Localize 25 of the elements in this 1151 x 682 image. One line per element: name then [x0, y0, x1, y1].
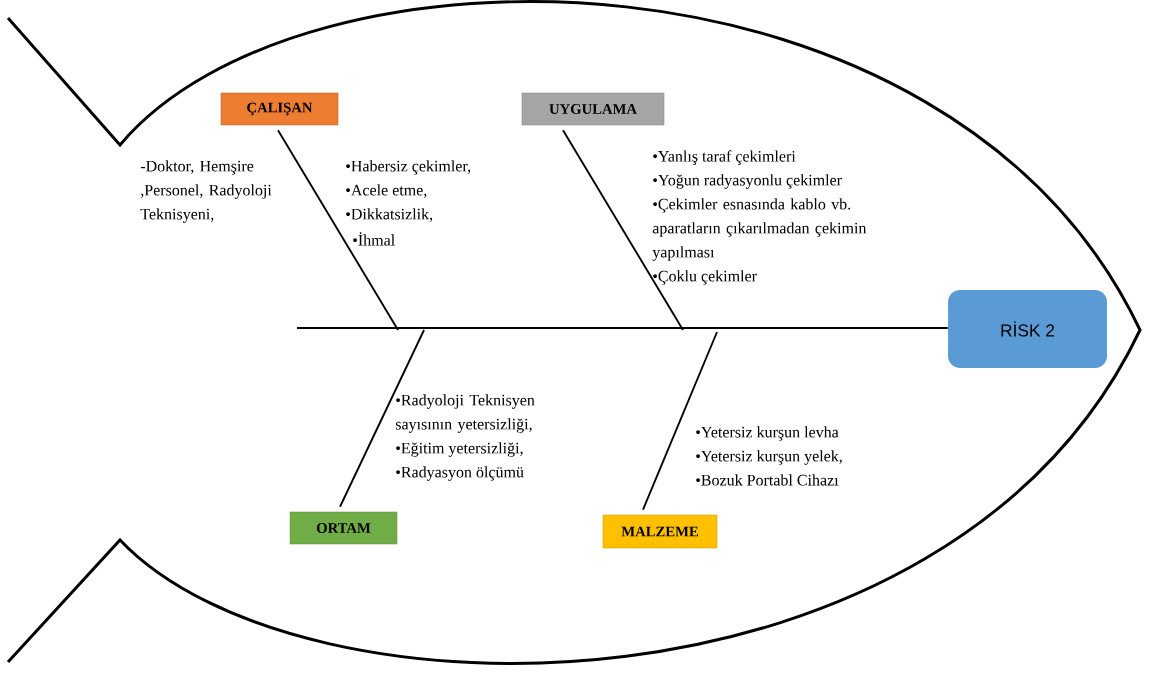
bone-line	[642, 331, 718, 511]
cause-text: •Yanlış taraf çekimleri	[653, 150, 796, 165]
cause-text: -Doktor, Hemşire ,Personel, Radyoloji Teknisyeni,	[140, 160, 272, 223]
bone-line	[277, 129, 399, 331]
cause-text: •Yoğun radyasyonlu çekimler	[653, 174, 842, 189]
cause-text: •Çekimler esnasında kablo vb. aparatların çıkarılmadan çekimin yapılması	[652, 198, 867, 261]
category-box: ORTAM	[289, 511, 398, 545]
cause-text: •Dikkatsizlik,	[346, 208, 433, 222]
bone-line	[562, 129, 684, 331]
category-box: ÇALIŞAN	[220, 92, 339, 126]
cause-text: •Radyasyon ölçümü	[396, 466, 524, 481]
bone-line	[339, 329, 425, 508]
cause-text: •Acele etme,	[346, 184, 427, 198]
cause-text: •İhmal	[353, 232, 395, 246]
category-box: UYGULAMA	[521, 92, 665, 126]
cause-text: •Radyoloji Teknisyen sayısının yetersizliği,	[395, 394, 535, 433]
cause-text: •Eğitim yetersizliği,	[396, 442, 523, 457]
category-box: MALZEME	[602, 514, 718, 549]
cause-text: •Yetersiz kurşun levha	[696, 426, 839, 441]
cause-text: •Yetersiz kurşun yelek,	[696, 450, 842, 465]
cause-text: •Çoklu çekimler	[653, 270, 757, 285]
spine-line	[296, 327, 949, 329]
effect-box: RİSK 2	[948, 290, 1107, 368]
cause-text: •Habersiz çekimler,	[346, 160, 471, 175]
cause-text: •Bozuk Portabl Cihazı	[696, 474, 839, 486]
